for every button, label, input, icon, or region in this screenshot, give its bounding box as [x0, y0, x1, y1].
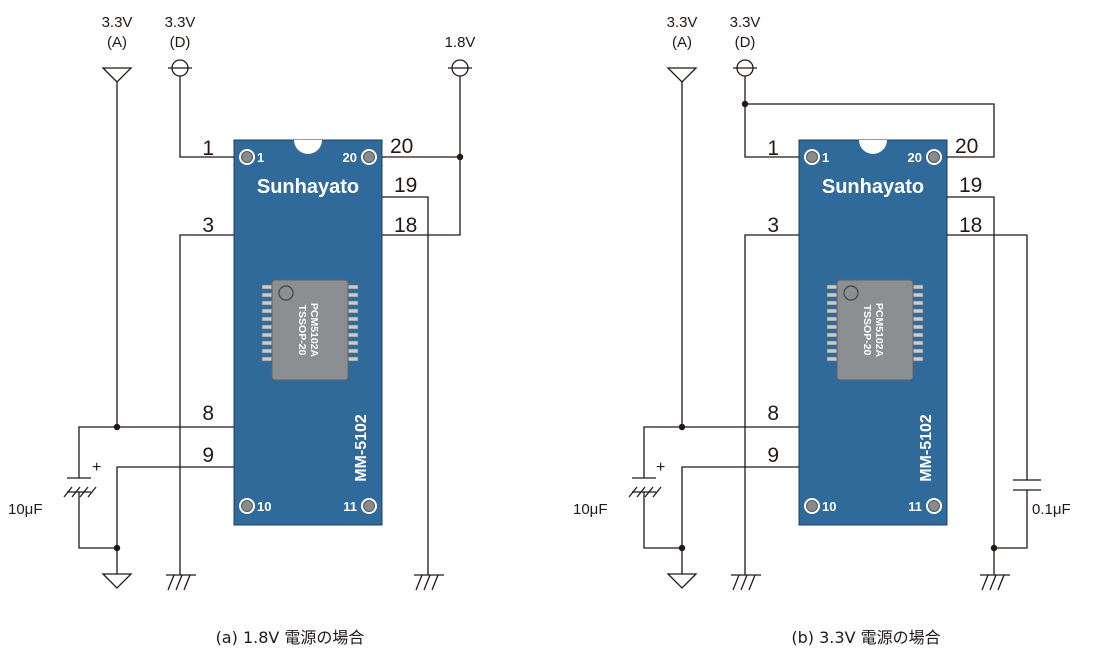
- supply-a-core-voltage: 1.8V: [445, 34, 476, 51]
- board-corner-10: 10: [822, 499, 836, 514]
- pin-label-19: 19: [394, 174, 417, 197]
- supply-a-analog-tag: (A): [107, 34, 127, 51]
- circuit-b: 3.3V (A) 3.3V (D) Sunhayato 1 20 10 11 P…: [573, 14, 1071, 647]
- pin-label-3: 3: [767, 214, 779, 237]
- board-corner-20: 20: [908, 150, 922, 165]
- board-corner-11: 11: [908, 499, 922, 514]
- analog-supply-icon: [101, 67, 133, 83]
- supply-a-digital-tag: (D): [170, 34, 191, 51]
- junctions-b: [678, 100, 998, 552]
- pin-label-18: 18: [959, 214, 982, 237]
- pin-label-18: 18: [394, 214, 417, 237]
- digital-supply-icon: [168, 59, 192, 77]
- board-corner-1: 1: [257, 150, 264, 165]
- supply-b-analog-tag: (A): [672, 34, 692, 51]
- board-brand: Sunhayato: [822, 176, 924, 198]
- cap-value-a: 10μF: [8, 501, 43, 518]
- cap-value-bypass: 0.1μF: [1032, 501, 1071, 518]
- capacitor-10uf-icon: [63, 477, 97, 498]
- supply-a-digital-voltage: 3.3V: [165, 14, 196, 31]
- chip-name: PCM5102A: [873, 303, 885, 358]
- analog-ground-icon: [101, 573, 133, 589]
- supply-a-analog-voltage: 3.3V: [102, 14, 133, 31]
- pin-label-1: 1: [202, 137, 214, 160]
- module-board-b: Sunhayato 1 20 10 11 PCM5102A TSSOP-20 M…: [798, 139, 948, 526]
- supply-b-digital-voltage: 3.3V: [730, 14, 761, 31]
- cap-plus-b: +: [656, 459, 665, 476]
- pin-label-20: 20: [390, 135, 413, 158]
- analog-supply-icon: [666, 67, 698, 83]
- board-corner-11: 11: [343, 499, 357, 514]
- digital-ground-icon: [166, 574, 196, 591]
- pin-label-20: 20: [955, 135, 978, 158]
- board-model: MM-5102: [918, 414, 935, 482]
- caption-b: (b) 3.3V 電源の場合: [791, 628, 940, 647]
- board-corner-1: 1: [822, 150, 829, 165]
- cap-value-b: 10μF: [573, 501, 608, 518]
- digital-ground-icon: [414, 574, 444, 591]
- chip-package: TSSOP-20: [296, 305, 308, 356]
- caption-a: (a) 1.8V 電源の場合: [216, 628, 365, 647]
- digital-ground-icon: [731, 574, 761, 591]
- supply-b-digital-tag: (D): [735, 34, 756, 51]
- capacitor-10uf-icon: [628, 477, 662, 498]
- supply-b-analog-voltage: 3.3V: [667, 14, 698, 31]
- capacitor-01uf-icon: [1013, 479, 1041, 491]
- pin-label-8: 8: [202, 402, 214, 425]
- digital-supply-icon: [733, 59, 757, 77]
- board-brand: Sunhayato: [257, 176, 359, 198]
- digital-ground-icon: [980, 574, 1010, 591]
- circuit-a: 3.3V (A) 3.3V (D) 1.8V Sunhayato 1 20 10…: [8, 14, 475, 647]
- pin-label-3: 3: [202, 214, 214, 237]
- board-corner-20: 20: [343, 150, 357, 165]
- cap-plus-a: +: [92, 459, 101, 476]
- module-board-a: Sunhayato 1 20 10 11 PCM5102A TSSOP-20 M…: [233, 139, 383, 526]
- junctions-a: [113, 153, 464, 552]
- pin-label-9: 9: [202, 444, 214, 467]
- board-model: MM-5102: [353, 414, 370, 482]
- chip-package: TSSOP-20: [861, 305, 873, 356]
- pin-label-1: 1: [767, 137, 779, 160]
- analog-ground-icon: [666, 573, 698, 589]
- core-supply-icon: [448, 59, 472, 77]
- pin-label-9: 9: [767, 444, 779, 467]
- chip-name: PCM5102A: [308, 303, 320, 358]
- board-corner-10: 10: [257, 499, 271, 514]
- pin-label-8: 8: [767, 402, 779, 425]
- pin-label-19: 19: [959, 174, 982, 197]
